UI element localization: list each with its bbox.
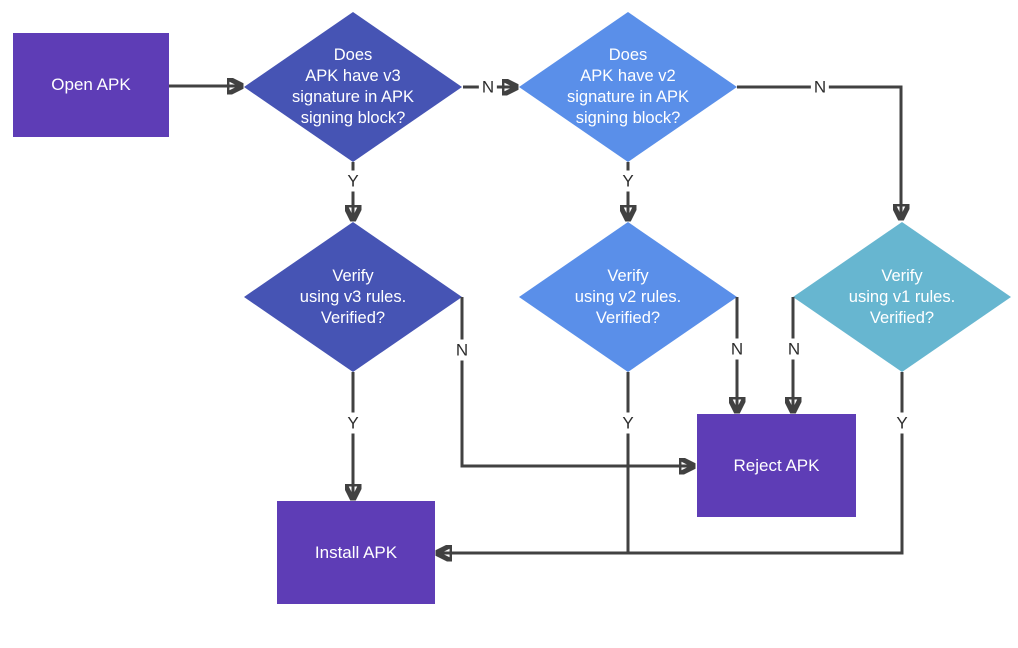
edge-label-yes: Y (619, 412, 637, 434)
edge-label-yes: Y (619, 170, 637, 192)
edge-label-yes: Y (344, 412, 362, 434)
node-label: Does APK have v3 signature in APK signin… (292, 46, 414, 127)
node-reject-apk: Reject APK (697, 414, 856, 517)
decision-v2-signature: Does APK have v2 signature in APK signin… (519, 12, 737, 162)
node-install-apk: Install APK (277, 501, 435, 604)
node-label: Verify using v1 rules. Verified? (848, 266, 956, 327)
node-label: Does APK have v2 signature in APK signin… (567, 46, 689, 127)
node-label: Open APK (51, 75, 131, 94)
edge-label-no: N (452, 339, 472, 361)
node-label: Verify using v2 rules. Verified? (574, 266, 682, 327)
node-label: Reject APK (733, 455, 820, 475)
decision-verify-v2: Verify using v2 rules. Verified? (519, 222, 737, 372)
edge-label-no: N (478, 76, 498, 98)
edge-label-no: N (727, 338, 747, 360)
node-label: Verify using v3 rules. Verified? (299, 266, 407, 327)
decision-verify-v3: Verify using v3 rules. Verified? (244, 222, 462, 372)
edge-v2q-to-v1verify (737, 85, 901, 218)
node-label: Install APK (314, 542, 398, 562)
decision-v3-signature: Does APK have v3 signature in APK signin… (244, 12, 462, 162)
edge-label-no: N (810, 76, 830, 98)
edge-label-yes: Y (893, 412, 911, 434)
decision-verify-v1: Verify using v1 rules. Verified? (793, 222, 1011, 372)
edge-label-yes: Y (344, 170, 362, 192)
edge-label-no: N (784, 338, 804, 360)
node-open-apk: Open APK (13, 33, 169, 137)
